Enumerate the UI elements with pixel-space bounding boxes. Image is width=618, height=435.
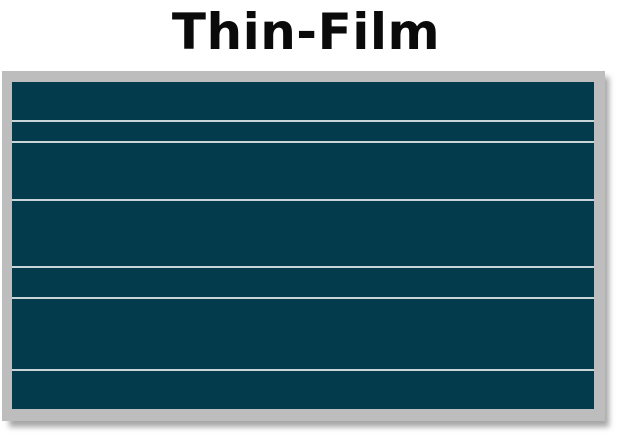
- panel-title: Thin-Film: [171, 3, 441, 61]
- cell-divider-line: [12, 120, 594, 122]
- cell-divider-line: [12, 266, 594, 268]
- thin-film-cell: [12, 82, 594, 409]
- cell-divider-line: [12, 141, 594, 143]
- cell-divider-line: [12, 199, 594, 201]
- cell-divider-line: [12, 369, 594, 371]
- cell-divider-line: [12, 297, 594, 299]
